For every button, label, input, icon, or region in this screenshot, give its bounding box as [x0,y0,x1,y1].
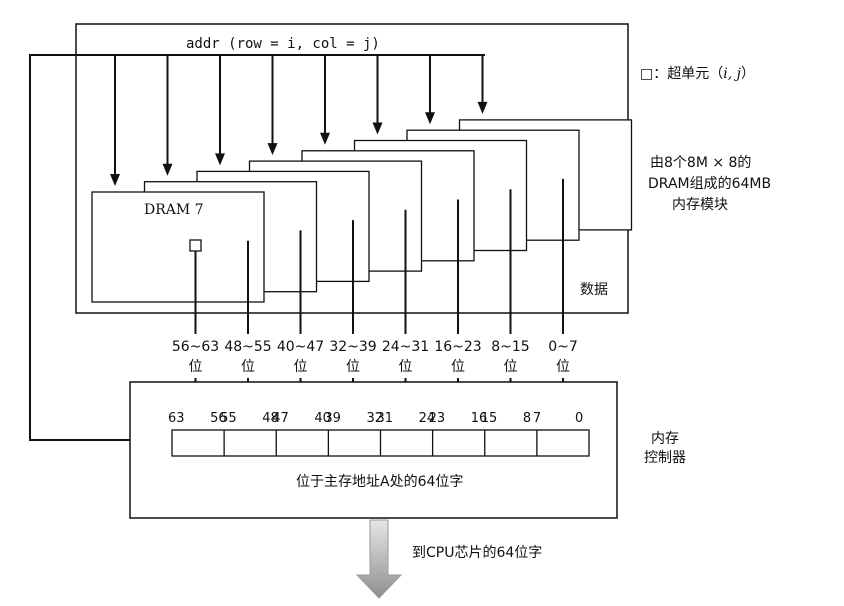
legend: □：超单元（i, j） [640,66,755,82]
bit-unit: 位 [241,359,255,375]
bit-unit: 位 [294,359,308,375]
bit-range: 8~15 [491,339,529,355]
bit-range-label: 0~7 位 [539,334,587,378]
address-arrow-head [320,132,330,145]
bit-number: 32 [367,411,384,426]
bit-range-label: 32~39 位 [329,334,377,378]
bit-range-labels: 56~63位48~55位40~47位32~39位24~31位16~23位8~15… [171,334,587,378]
bit-number: 63 [168,411,185,426]
address-arrow-head [110,174,120,186]
bit-range-label: 8~15 位 [486,334,535,378]
address-drop-arrows [110,55,488,186]
bit-number: 48 [262,411,279,426]
bit-number: 16 [471,411,488,426]
bit-number: 40 [314,411,331,426]
address-label: addr (row = i, col = j) [186,36,380,52]
address-arrow-head [162,163,173,176]
bit-number: 23 [429,411,446,426]
dram-chip-label: DRAM 7 [144,202,204,218]
bit-range-label: 56~63 位 [171,334,220,378]
bit-range-label: 40~47 位 [276,334,325,378]
word-label: 位于主存地址A处的64位字 [296,474,463,490]
bit-range: 32~39 [329,339,376,355]
legend-suffix: ） [741,66,755,82]
dram-chips: DRAM 0DRAM 7 [91,119,633,303]
address-bus-line [29,54,485,441]
address-arrow-head [215,153,225,166]
bit-unit: 位 [504,359,518,375]
data-label: 数据 [580,282,608,298]
bit-number: 31 [377,411,394,426]
output-arrow-icon [355,519,403,599]
bit-range: 0~7 [548,339,578,355]
word-register [171,429,590,457]
bit-number: 47 [272,411,289,426]
supercell-icon [189,239,202,252]
bit-range-label: 16~23 位 [434,334,482,378]
bit-number: 55 [220,411,237,426]
bit-range: 16~23 [434,339,481,355]
bit-range: 56~63 [172,339,219,355]
bit-number: 24 [419,411,436,426]
output-label: 到CPU芯片的64位字 [412,545,542,561]
controller-label-line-2: 控制器 [644,450,686,466]
module-desc-line-1: 由8个8M × 8的 [650,155,751,171]
module-desc-line-2: DRAM组成的64MB [648,176,771,192]
bit-number: 7 [533,411,541,426]
controller-label-line-1: 内存 [651,431,679,447]
bit-unit: 位 [451,359,465,375]
bit-number: 8 [523,411,531,426]
module-desc-line-3: 内存模块 [672,197,728,213]
legend-prefix: □：超单元（ [640,66,723,82]
dram-chip-0: DRAM 7 [91,191,265,303]
address-arrow-head [425,112,435,125]
bit-range-label: 24~31 位 [381,334,430,378]
bit-range: 40~47 [277,339,324,355]
bit-number: 0 [575,411,583,426]
address-arrow-head [372,122,383,135]
bit-range-label: 48~55 位 [224,334,272,378]
bit-number: 56 [210,411,227,426]
address-arrow-head [477,101,488,114]
bit-number: 15 [481,411,498,426]
bit-range: 24~31 [382,339,429,355]
bit-unit: 位 [189,359,203,375]
bit-unit: 位 [399,359,413,375]
bit-range: 48~55 [224,339,271,355]
legend-coord: i, j [723,66,741,82]
address-arrow-head [267,143,278,156]
bit-unit: 位 [346,359,360,375]
bit-number: 39 [324,411,341,426]
bit-unit: 位 [556,359,570,375]
dram-chip-box [91,191,265,303]
